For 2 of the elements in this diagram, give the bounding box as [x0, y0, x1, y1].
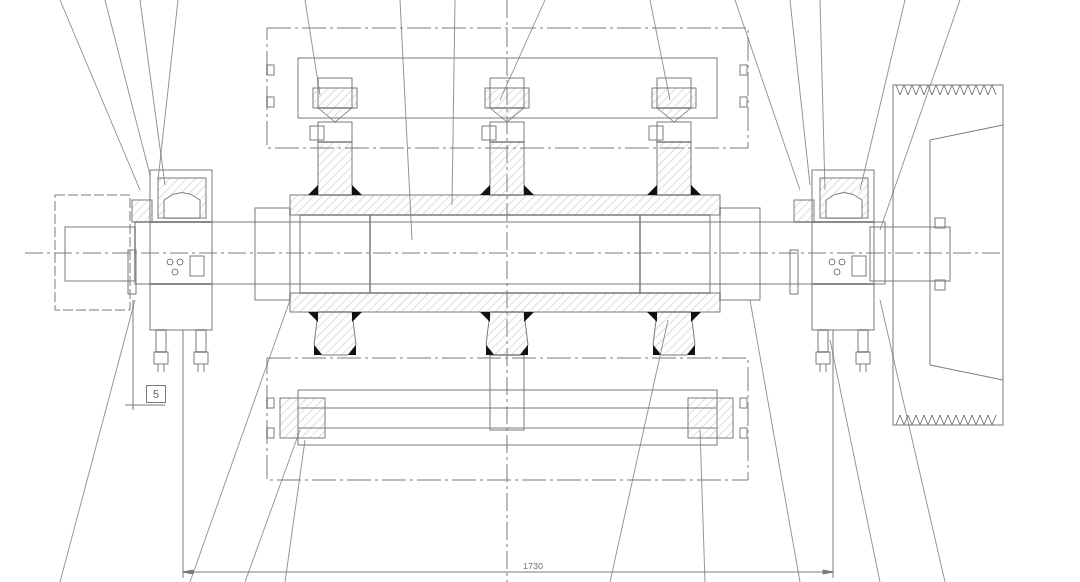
dimension-value: 1730 [522, 562, 545, 571]
callout-box: 5 [146, 385, 166, 403]
